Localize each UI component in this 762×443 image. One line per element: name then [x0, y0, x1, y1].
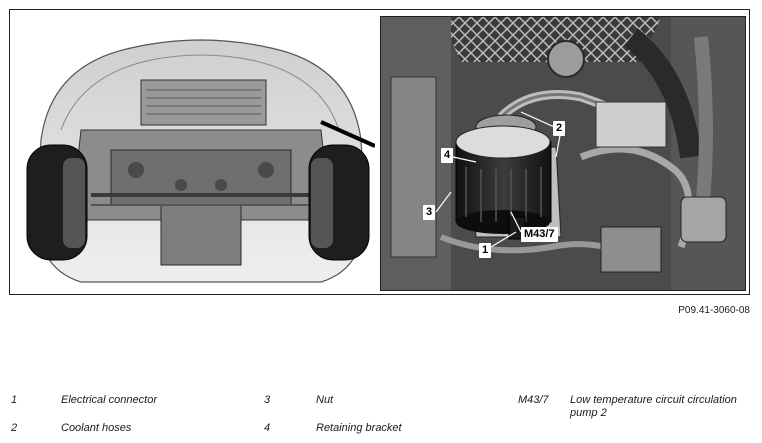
- right-wheel: [308, 144, 370, 261]
- legend-text-m43-7: Low temperature circuit circulation pump…: [570, 394, 737, 419]
- callout-2: 2: [553, 121, 566, 136]
- legend-key-4: 4: [264, 422, 271, 434]
- figure-id: P09.41-3060-08: [678, 305, 750, 316]
- vehicle-underside-view: [21, 20, 375, 294]
- legend-text-1: Electrical connector: [61, 394, 157, 406]
- callout-3: 3: [423, 205, 436, 220]
- legend-key-3: 3: [264, 394, 271, 406]
- vehicle-underside-illustration: [26, 39, 375, 283]
- legend-key-1: 1: [11, 394, 18, 406]
- legend-key-m43-7: M43/7: [518, 394, 549, 406]
- legend-text-3: Nut: [316, 394, 334, 406]
- circulation-pump-m43-7: [455, 114, 552, 234]
- callout-4: 4: [441, 148, 454, 163]
- legend-text-4: Retaining bracket: [316, 422, 402, 434]
- pump-detail-view: 2 4 3 M43/7 1: [380, 16, 746, 291]
- left-wheel: [26, 144, 88, 261]
- pump-detail-illustration: [381, 17, 745, 290]
- legend-text-2: Coolant hoses: [61, 422, 132, 434]
- figure-frame: 2 4 3 M43/7 1: [9, 9, 750, 295]
- callout-m43-7: M43/7: [521, 227, 558, 242]
- callout-1: 1: [479, 243, 492, 258]
- legend-key-2: 2: [11, 422, 18, 434]
